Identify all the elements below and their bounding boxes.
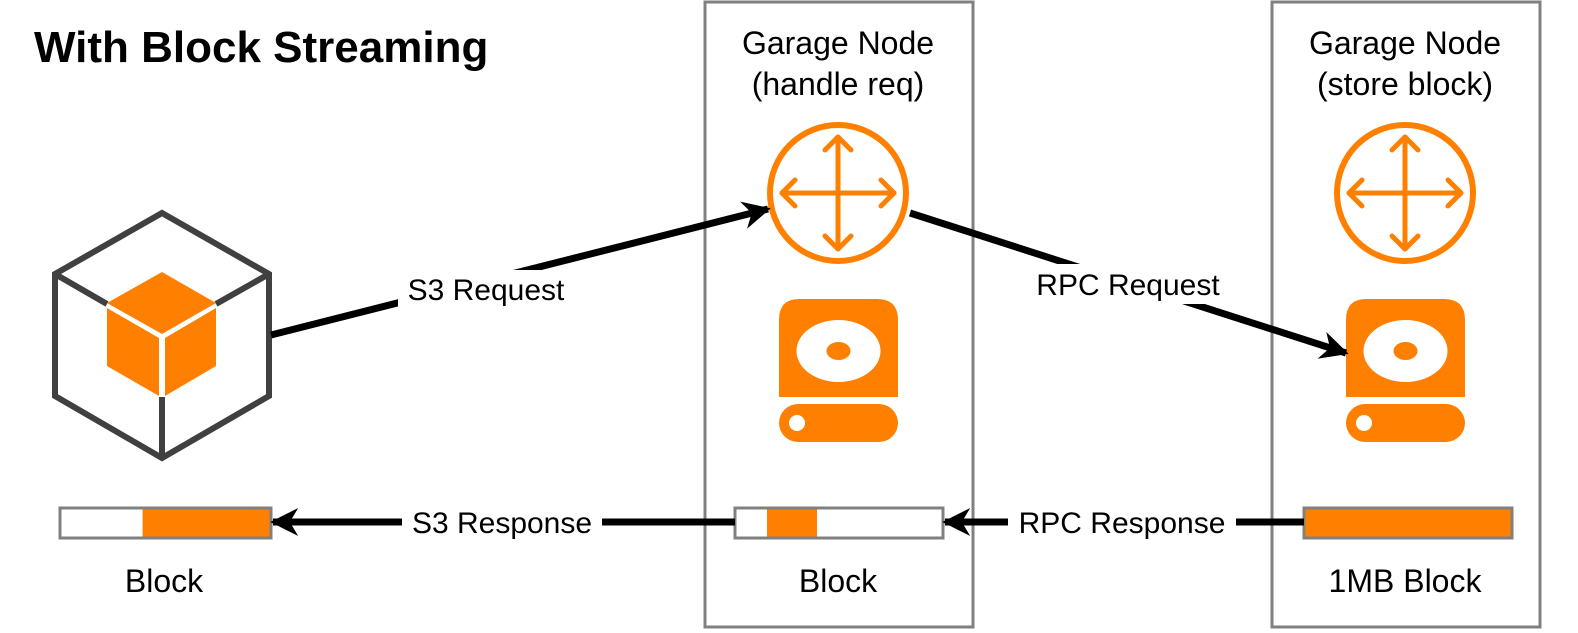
handle-block-label: Block [799,563,878,599]
rpc-request-label-bg [1024,264,1232,304]
client-block-label: Block [125,563,204,599]
client-block-fill [142,509,270,537]
hard-disk-icon [1346,299,1465,442]
store-block-bar [1302,506,1514,540]
rpc-request-label: RPC Request [1036,269,1220,302]
handle-node-title: Garage Node [742,25,934,61]
handle-block-bar [733,506,945,540]
s3-response-label: S3 Response [412,507,592,540]
s3-response-label-bg [402,505,602,541]
s3-bucket-cube-icon [52,209,272,462]
router-arrows-icon [767,122,909,264]
store-block-label: 1MB Block [1329,563,1483,599]
store-node-frame [1270,0,1542,629]
rpc-response-label-bg [1008,505,1236,541]
handle-node-frame [703,0,975,629]
rpc-response-label: RPC Response [1019,507,1226,540]
s3-request-label-bg [398,270,574,308]
hard-disk-icon [779,299,898,442]
client-block-bar [58,506,273,540]
handle-node-subtitle: (handle req) [752,66,925,102]
handle-block-fill [767,509,817,537]
router-arrows-icon [1334,122,1476,264]
s3-request-label: S3 Request [408,274,565,307]
diagram-title: With Block Streaming [34,23,488,72]
store-node-subtitle: (store block) [1317,66,1493,102]
store-node-title: Garage Node [1309,25,1501,61]
